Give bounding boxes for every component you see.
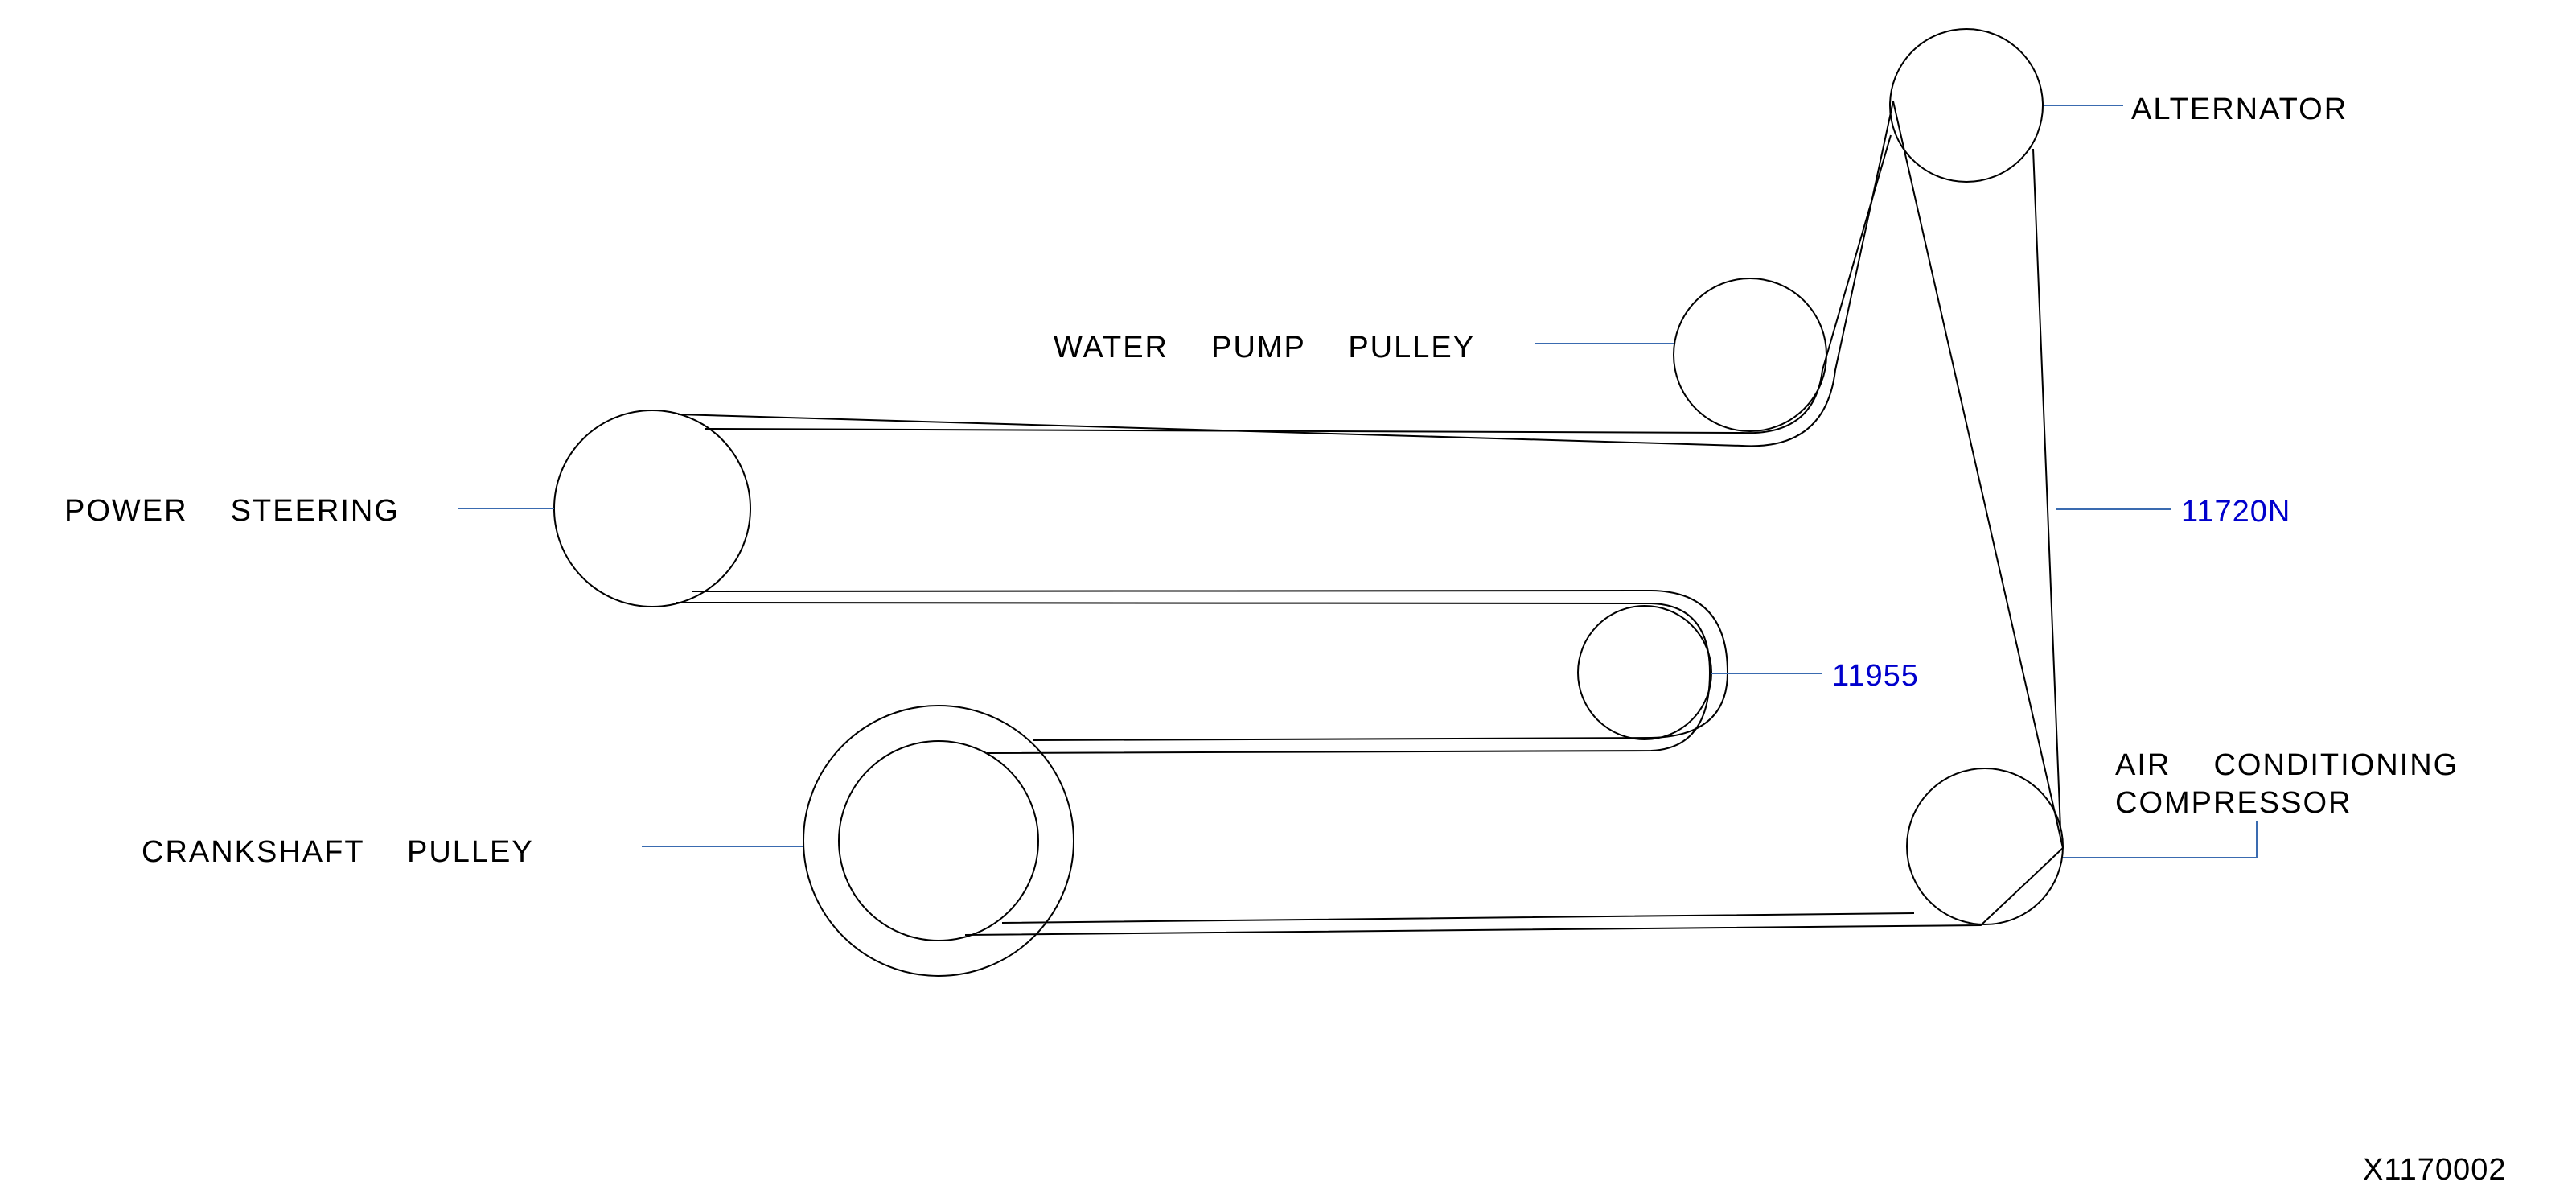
crankshaft-pulley-label: CRANKSHAFT PULLEY: [142, 835, 534, 869]
figure-id: X1170002: [2363, 1153, 2506, 1187]
power-steering-label: POWER STEERING: [64, 494, 400, 528]
idler-pulley: [1577, 605, 1712, 740]
belt-part-number: 11720N: [2181, 495, 2290, 529]
air-conditioning-label-line1: AIR CONDITIONING: [2115, 748, 2459, 782]
alternator-label: ALTERNATOR: [2131, 93, 2348, 126]
crankshaft-pulley-inner: [838, 740, 1039, 941]
leader-lines: [458, 105, 2258, 858]
belt-outer-edge: [677, 101, 2064, 936]
belt-inner-edge: [675, 134, 2061, 924]
water-pump-pulley-label: WATER PUMP PULLEY: [1054, 331, 1475, 364]
air-conditioning-leader: [2063, 821, 2258, 858]
air-conditioning-compressor-pulley: [1906, 768, 2064, 925]
idler-part-number: 11955: [1832, 659, 1919, 693]
alternator-pulley: [1889, 28, 2044, 183]
power-steering-pulley: [553, 410, 751, 607]
air-conditioning-label-line2: COMPRESSOR: [2115, 786, 2352, 820]
water-pump-pulley: [1673, 278, 1827, 432]
